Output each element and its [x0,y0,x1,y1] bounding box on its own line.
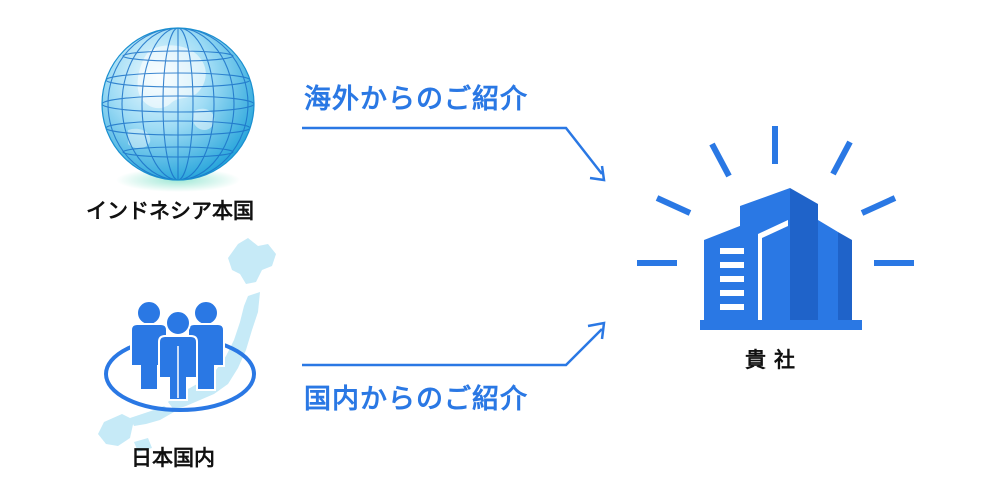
radiating-lines [637,126,914,266]
arrow-domestic [302,321,606,367]
office-building-icon [637,126,914,330]
target-label: 貴社 [745,348,803,372]
globe-icon [101,27,255,192]
route-label-domestic: 国内からのご紹介 [304,384,528,415]
route-label-overseas: 海外からのご紹介 [304,84,528,115]
source-label-domestic: 日本国内 [131,446,215,470]
source-label-overseas: インドネシア本国 [86,199,254,223]
building-windows [720,248,744,310]
arrow-overseas [302,126,606,182]
people-on-japan-map-icon [98,238,276,452]
person-figure [158,310,198,401]
building-body [700,188,862,330]
